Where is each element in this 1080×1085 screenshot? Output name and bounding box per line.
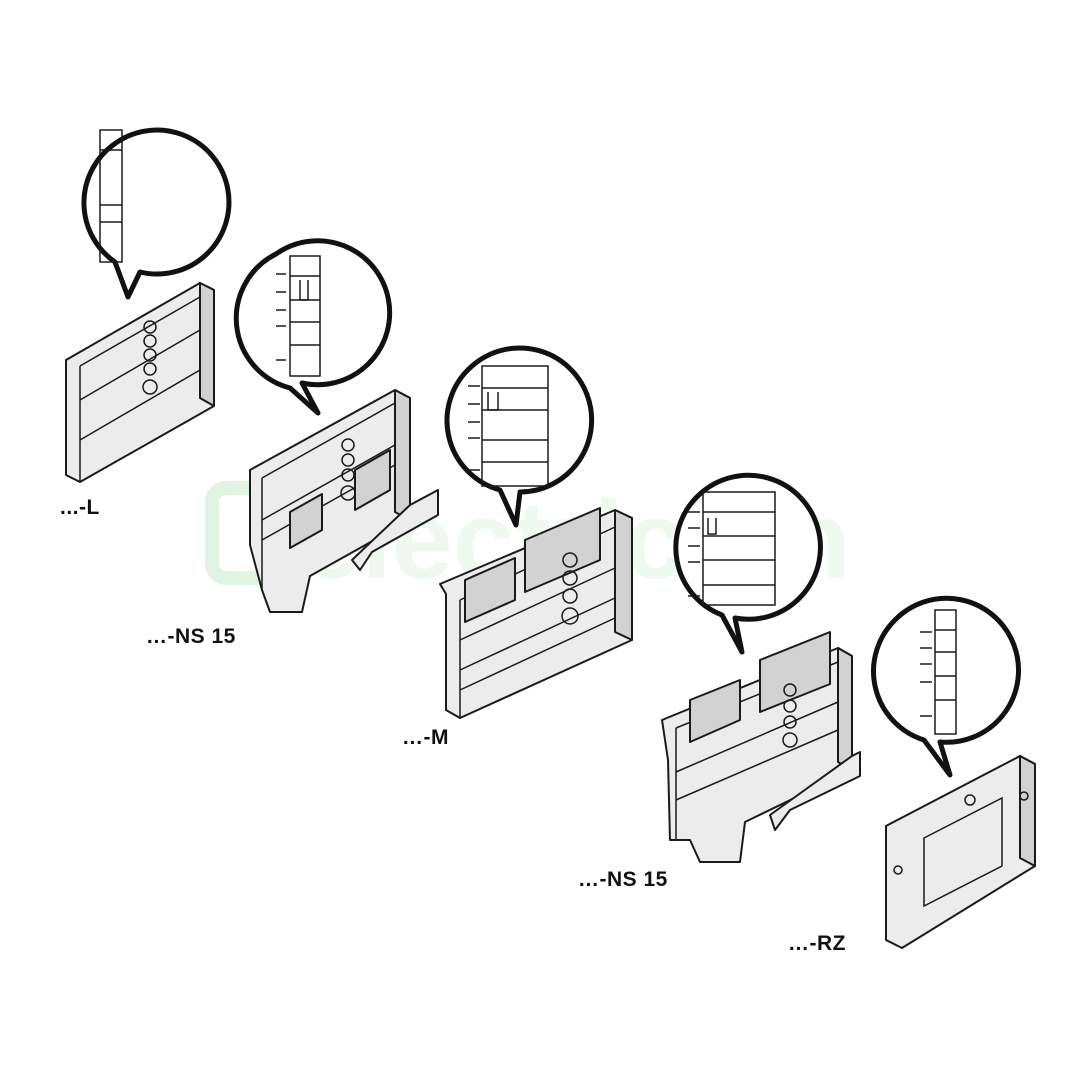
label-terminal-ns15-b: …-NS 15 bbox=[578, 868, 668, 891]
detail-bubble-rz bbox=[871, 595, 1021, 778]
detail-bubble-ns15-b bbox=[673, 472, 823, 655]
detail-bubble-l bbox=[81, 127, 232, 300]
label-end-cover-l: ...-L bbox=[60, 496, 100, 519]
terminal-ns15-a-part bbox=[249, 389, 439, 613]
label-terminal-m: …-M bbox=[402, 726, 449, 749]
detail-bubble-m bbox=[444, 345, 595, 528]
terminal-m-part bbox=[439, 507, 633, 719]
end-cover-l-part bbox=[65, 282, 215, 483]
end-cover-rz-part bbox=[885, 755, 1036, 949]
detail-bubble-ns15-a bbox=[233, 238, 393, 416]
label-terminal-ns15-a: …-NS 15 bbox=[146, 625, 236, 648]
terminal-ns15-b-part bbox=[661, 631, 861, 863]
label-end-cover-rz: …-RZ bbox=[788, 932, 846, 955]
